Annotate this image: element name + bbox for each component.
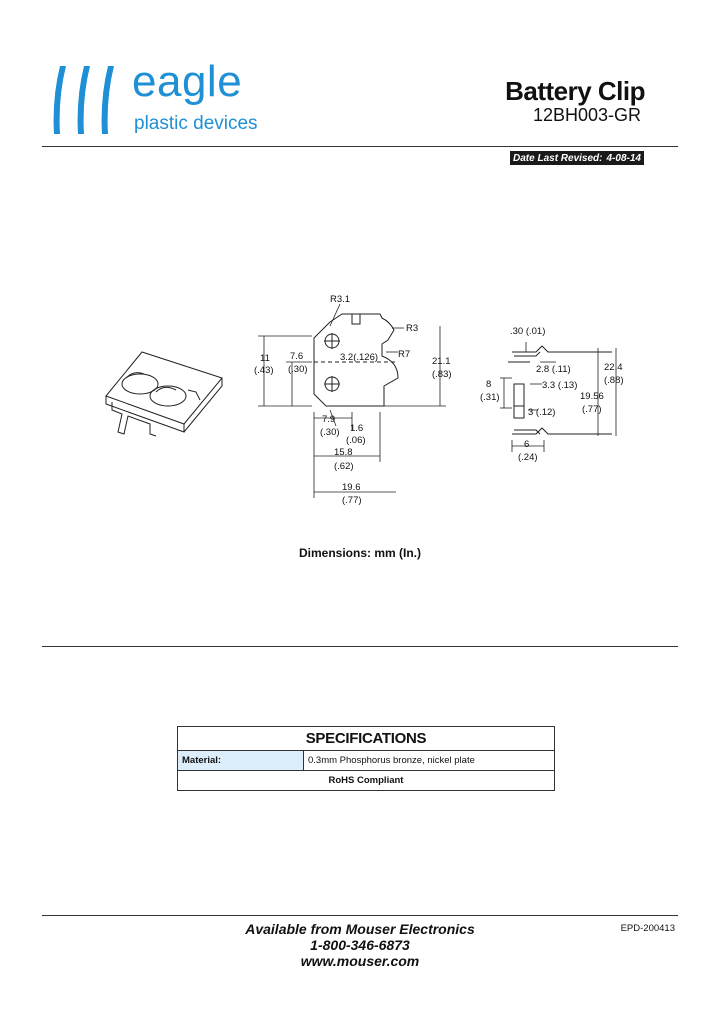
footer-phone: 1-800-346-6873 [310,937,410,953]
label-d79-in: (.30) [320,427,340,438]
label-s6-in: (.24) [518,452,538,463]
clip-isometric-view [105,351,223,437]
compliance-value: RoHS Compliant [177,770,555,791]
document-id: EPD-200413 [620,923,675,934]
label-r31: R3.1 [330,294,350,305]
label-s3: 3 (.12) [528,407,555,418]
clip-front-view [313,313,399,407]
specifications-table: SPECIFICATIONS Material: 0.3mm Phosphoru… [177,726,555,791]
footer-divider [42,915,678,916]
label-d196: 19.6 [342,482,361,493]
spec-heading: SPECIFICATIONS [177,726,555,751]
logo-wordmark: eagle [132,57,243,106]
label-r7: R7 [398,349,410,360]
label-d32: 3.2(.126) [340,352,378,363]
front-dimension-lines [258,303,446,498]
label-d76: 7.6 [290,351,303,362]
label-d211-in: (.83) [432,369,452,380]
footer-availability: Available from Mouser Electronics [245,921,475,937]
label-s1956: 19.56 [580,391,604,402]
label-d16: 1.6 [350,423,363,434]
label-d158-in: (.62) [334,461,354,472]
label-d76-in: (.30) [288,364,308,375]
side-dimension-lines [500,342,617,452]
material-label: Material: [177,750,304,771]
header-divider [42,146,678,147]
label-r3: R3 [406,323,418,334]
label-s33: 3.3 (.13) [542,380,577,391]
label-d211: 21.1 [432,356,451,367]
page-title: Battery Clip [505,76,645,106]
technical-drawing: R3.1 R3 R7 11 (.43) 7.6 (.30) 3.2(.126) … [105,294,624,506]
label-s224: 22.4 [604,362,623,373]
spec-header-row: SPECIFICATIONS [177,726,555,751]
revised-date: 4-08-14 [606,152,641,164]
revised-badge: Date Last Revised: 4-08-14 [510,151,644,165]
label-s6: 6 [524,439,529,450]
label-s224-in: (.88) [604,375,624,386]
label-s8-in: (.31) [480,392,500,403]
dimensions-note: Dimensions: mm (In.) [298,546,421,560]
label-s8: 8 [486,379,491,390]
label-d158: 15.8 [334,447,353,458]
logo-subtitle: plastic devices [134,113,258,134]
label-d11: 11 [260,353,270,364]
label-d16-in: (.06) [346,435,366,446]
label-s030: .30 (.01) [510,326,545,337]
eagle-logo-icon [53,66,114,134]
clip-side-view [508,345,612,435]
table-row: RoHS Compliant [177,770,555,791]
table-row: Material: 0.3mm Phosphorus bronze, nicke… [177,750,555,771]
label-d196-in: (.77) [342,495,362,506]
label-d79: 7.9 [322,414,335,425]
section-divider [42,646,678,647]
material-value: 0.3mm Phosphorus bronze, nickel plate [303,750,555,771]
footer-url[interactable]: www.mouser.com [300,953,420,969]
label-s1956-in: (.77) [582,404,602,415]
label-s28: 2.8 (.11) [536,364,571,375]
label-d11-in: (.43) [254,365,274,376]
revised-label: Date Last Revised: [513,152,603,164]
part-number: 12BH003-GR [532,105,641,125]
